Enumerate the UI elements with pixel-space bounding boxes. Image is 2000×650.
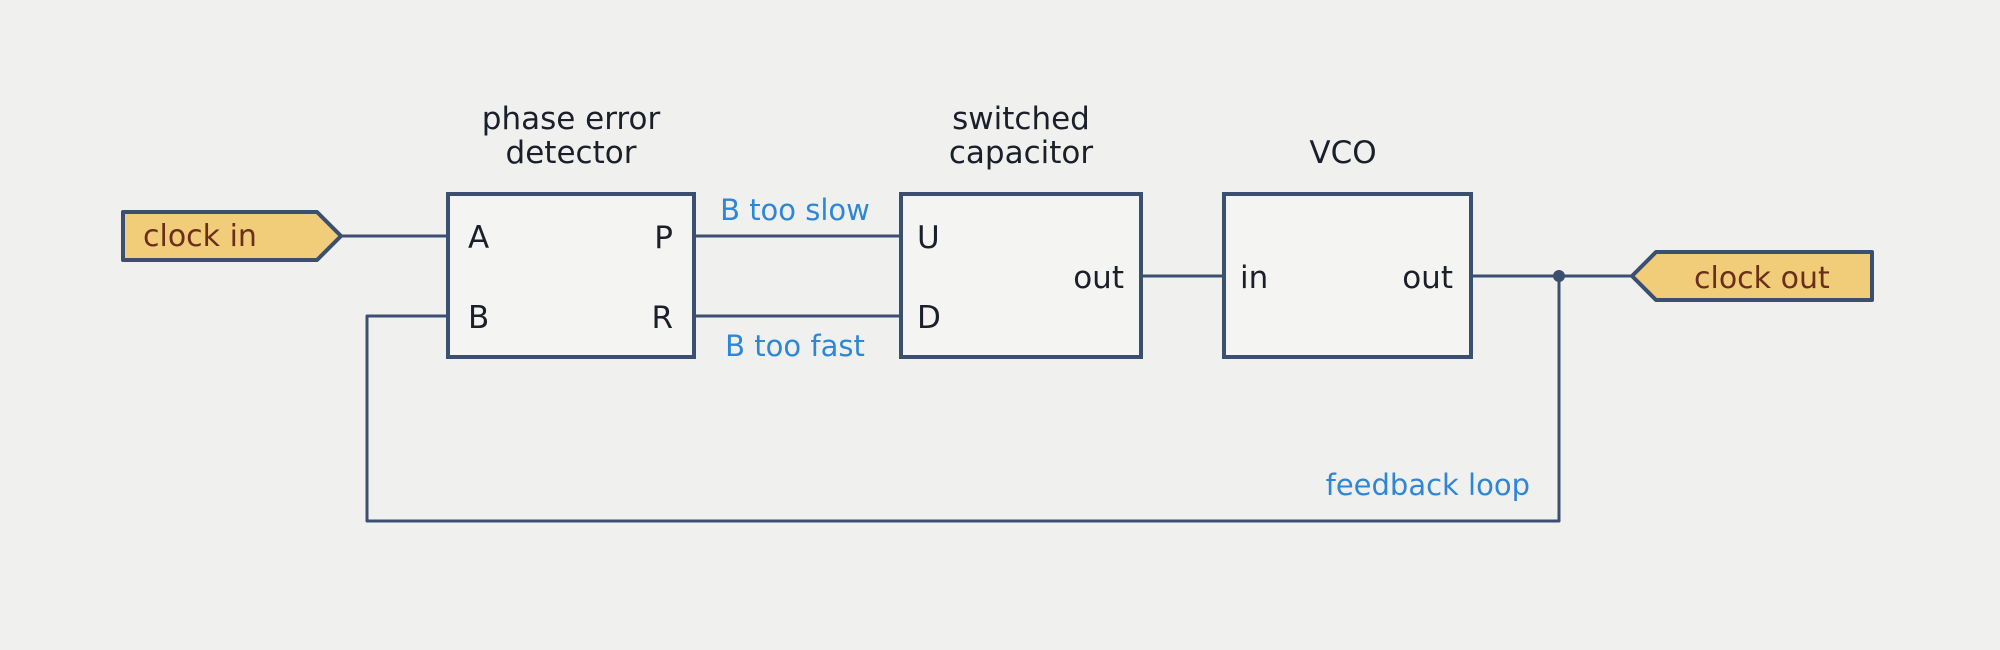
port-a: A (468, 220, 489, 256)
port-capacitor-out: out (1073, 260, 1124, 296)
phase-error-detector-block: phase error detector A B P R (446, 101, 696, 359)
clock-in-label: clock in (143, 219, 257, 254)
annotation-b-too-fast: B too fast (725, 329, 865, 363)
port-d: D (917, 300, 941, 336)
switched-capacitor-box (899, 192, 1143, 359)
clock-out-label: clock out (1694, 261, 1830, 296)
port-r: R (651, 300, 673, 336)
clock-out-tag: clock out (1630, 250, 1874, 302)
vco-title: VCO (1309, 135, 1376, 171)
port-vco-in: in (1240, 260, 1268, 296)
switched-capacitor-block: switched capacitor U D out (899, 101, 1143, 359)
vco-block: VCO in out (1222, 135, 1473, 359)
clock-in-tag-shape (121, 210, 343, 262)
annotation-b-too-slow: B too slow (720, 193, 870, 227)
port-b: B (468, 300, 489, 336)
port-vco-out: out (1402, 260, 1453, 296)
wire-feedback-loop (365, 274, 1561, 523)
phase-detector-title-line2: detector (506, 135, 637, 171)
port-p: P (654, 220, 673, 256)
switched-capacitor-title-line1: switched (952, 101, 1090, 137)
vco-box (1222, 192, 1473, 359)
phase-detector-title-line1: phase error (482, 101, 661, 137)
junction-dot (1553, 270, 1565, 282)
clock-out-tag-shape (1630, 250, 1874, 302)
port-u: U (917, 220, 940, 256)
phase-detector-box (446, 192, 696, 359)
switched-capacitor-title-line2: capacitor (949, 135, 1093, 171)
annotation-feedback-loop: feedback loop (1326, 468, 1530, 502)
clock-in-tag: clock in (121, 210, 343, 262)
